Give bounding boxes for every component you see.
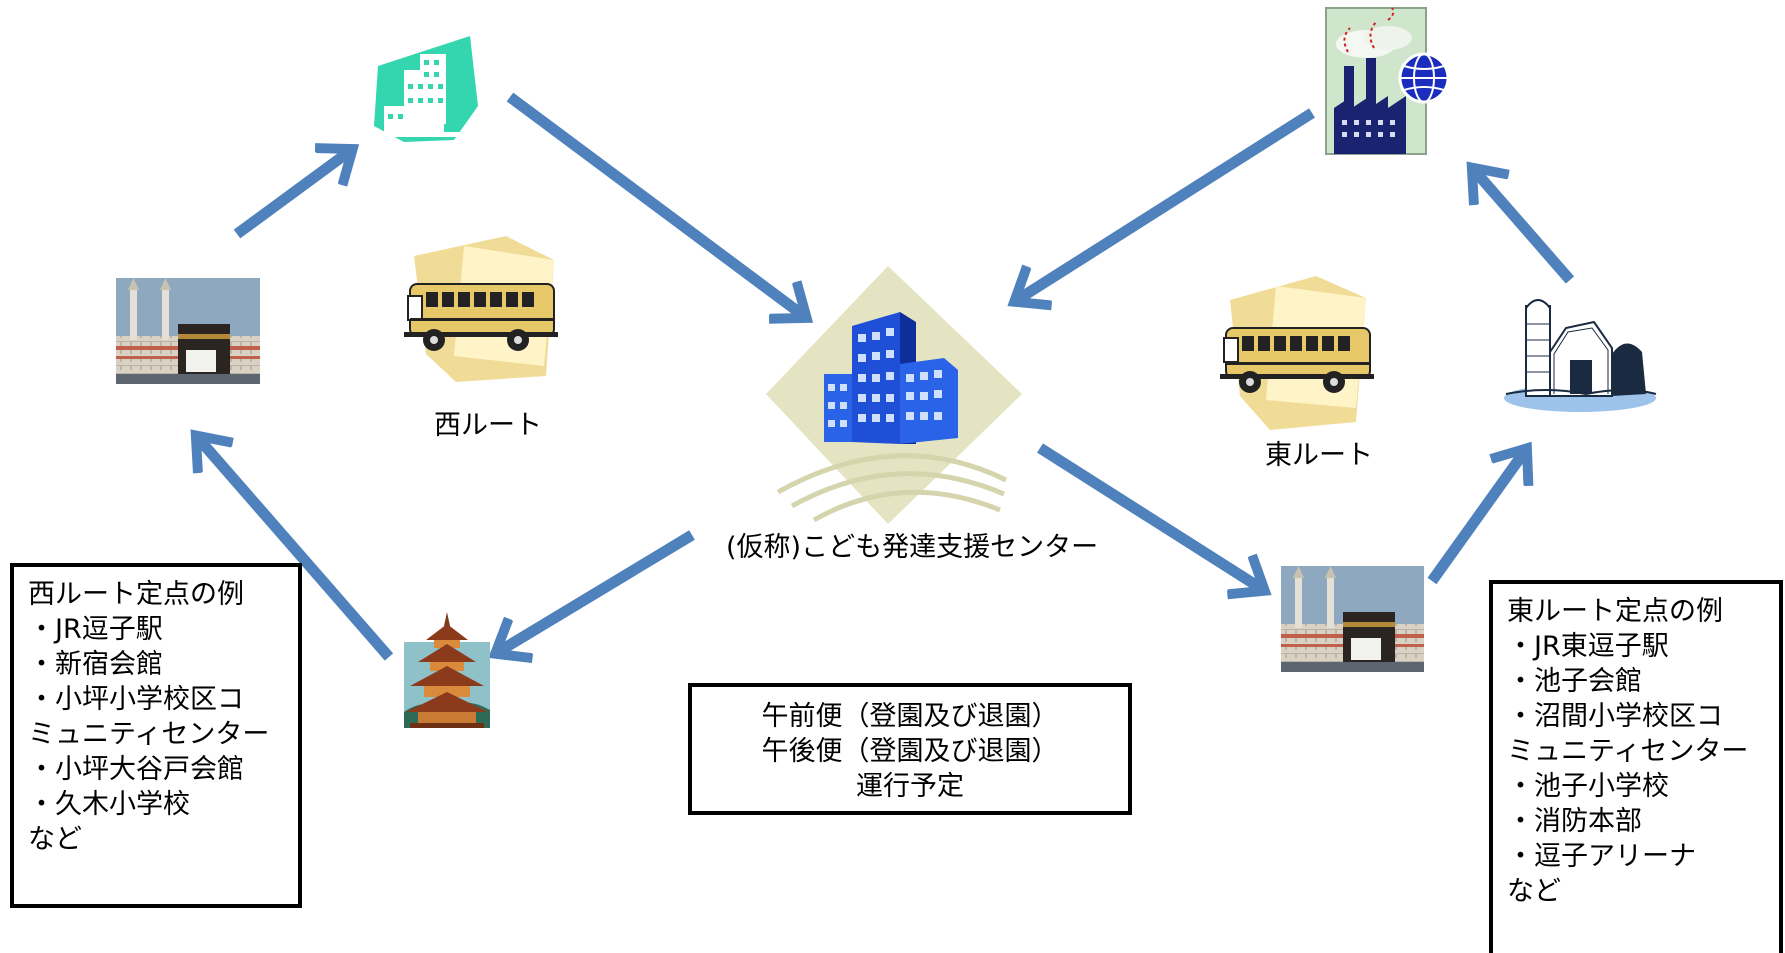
west-stop-item: ・小坪小学校区コ [28,684,244,715]
east-stop-item: ・池子会館 [1507,666,1642,697]
mosque-icon [1281,566,1424,672]
schedule-line-afternoon: 午後便（登園及び退園） [761,736,1059,767]
west-box-title: 西ルート定点の例 [28,579,244,610]
schedule-box: 午前便（登園及び退園） 午後便（登園及び退園） 運行予定 [688,683,1132,815]
west-stop-item: ・新宿会館 [28,649,163,680]
east-route-stops-box: 東ルート定点の例 ・JR東逗子駅 ・池子会館 ・沼間小学校区コ ミュニティセンタ… [1489,580,1783,953]
arrow-hotel-to-center [506,92,804,316]
arrow-center-to-east-mosque [1037,443,1262,589]
arrow-center-to-pagoda [498,530,695,652]
farm-barn-icon [1504,299,1657,412]
east-box-title: 東ルート定点の例 [1507,596,1723,627]
west-box-etc: など [28,824,82,855]
arrow-mosque-to-hotel [233,151,350,239]
east-stop-item: ・消防本部 [1507,806,1642,837]
west-route-label: 西ルート [434,410,542,441]
factory-globe-icon [1325,7,1450,155]
east-stop-item: ・JR東逗子駅 [1507,631,1669,662]
west-stop-item: ・小坪大谷戸会館 [28,754,244,785]
east-stop-item: ・沼間小学校区コ [1507,701,1723,732]
office-building-icon [766,266,1022,524]
west-stop-item: ミュニティセンター [28,719,270,750]
arrow-east-mosque-to-barn [1427,451,1525,585]
arrow-factory-to-center [1017,108,1315,300]
east-route-label: 東ルート [1265,440,1373,471]
east-stop-item: ・逗子アリーナ [1507,841,1696,872]
arrow-pagoda-to-mosque [198,438,394,661]
west-route-stops-box: 西ルート定点の例 ・JR逗子駅 ・新宿会館 ・小坪小学校区コ ミュニティセンター… [10,563,302,908]
school-bus-icon [404,236,558,382]
school-bus-icon [1220,276,1374,430]
east-box-etc: など [1507,876,1561,907]
schedule-line-note: 運行予定 [856,771,964,802]
west-stop-item: ・JR逗子駅 [28,614,163,645]
west-stop-item: ・久木小学校 [28,789,190,820]
route-arrows [198,92,1575,661]
arrow-barn-to-factory [1474,170,1575,284]
center-name-label: (仮称)こども発達支援センター [726,532,1099,563]
pagoda-icon [404,612,490,728]
hotel-building-icon [374,36,478,142]
east-stop-item: ・池子小学校 [1507,771,1669,802]
schedule-line-morning: 午前便（登園及び退園） [761,701,1059,732]
mosque-icon [116,278,260,384]
east-stop-item: ミュニティセンター [1507,736,1749,767]
